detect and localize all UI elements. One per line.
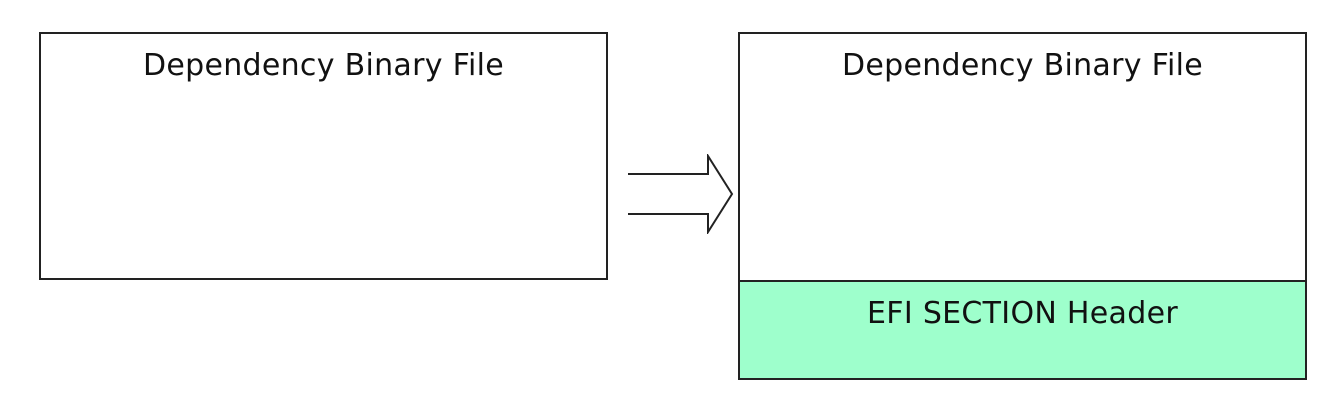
efi-section-header-label: EFI SECTION Header [867,296,1178,331]
source-box-label: Dependency Binary File [142,48,505,83]
efi-section-header-block: EFI SECTION Header [740,282,1305,378]
target-dependency-binary-file-section: Dependency Binary File [740,34,1305,282]
target-top-label: Dependency Binary File [841,48,1204,83]
source-dependency-binary-file-box: Dependency Binary File [39,32,608,280]
target-file-box: Dependency Binary File EFI SECTION Heade… [738,32,1307,380]
double-line-right-arrow-icon [628,154,734,234]
